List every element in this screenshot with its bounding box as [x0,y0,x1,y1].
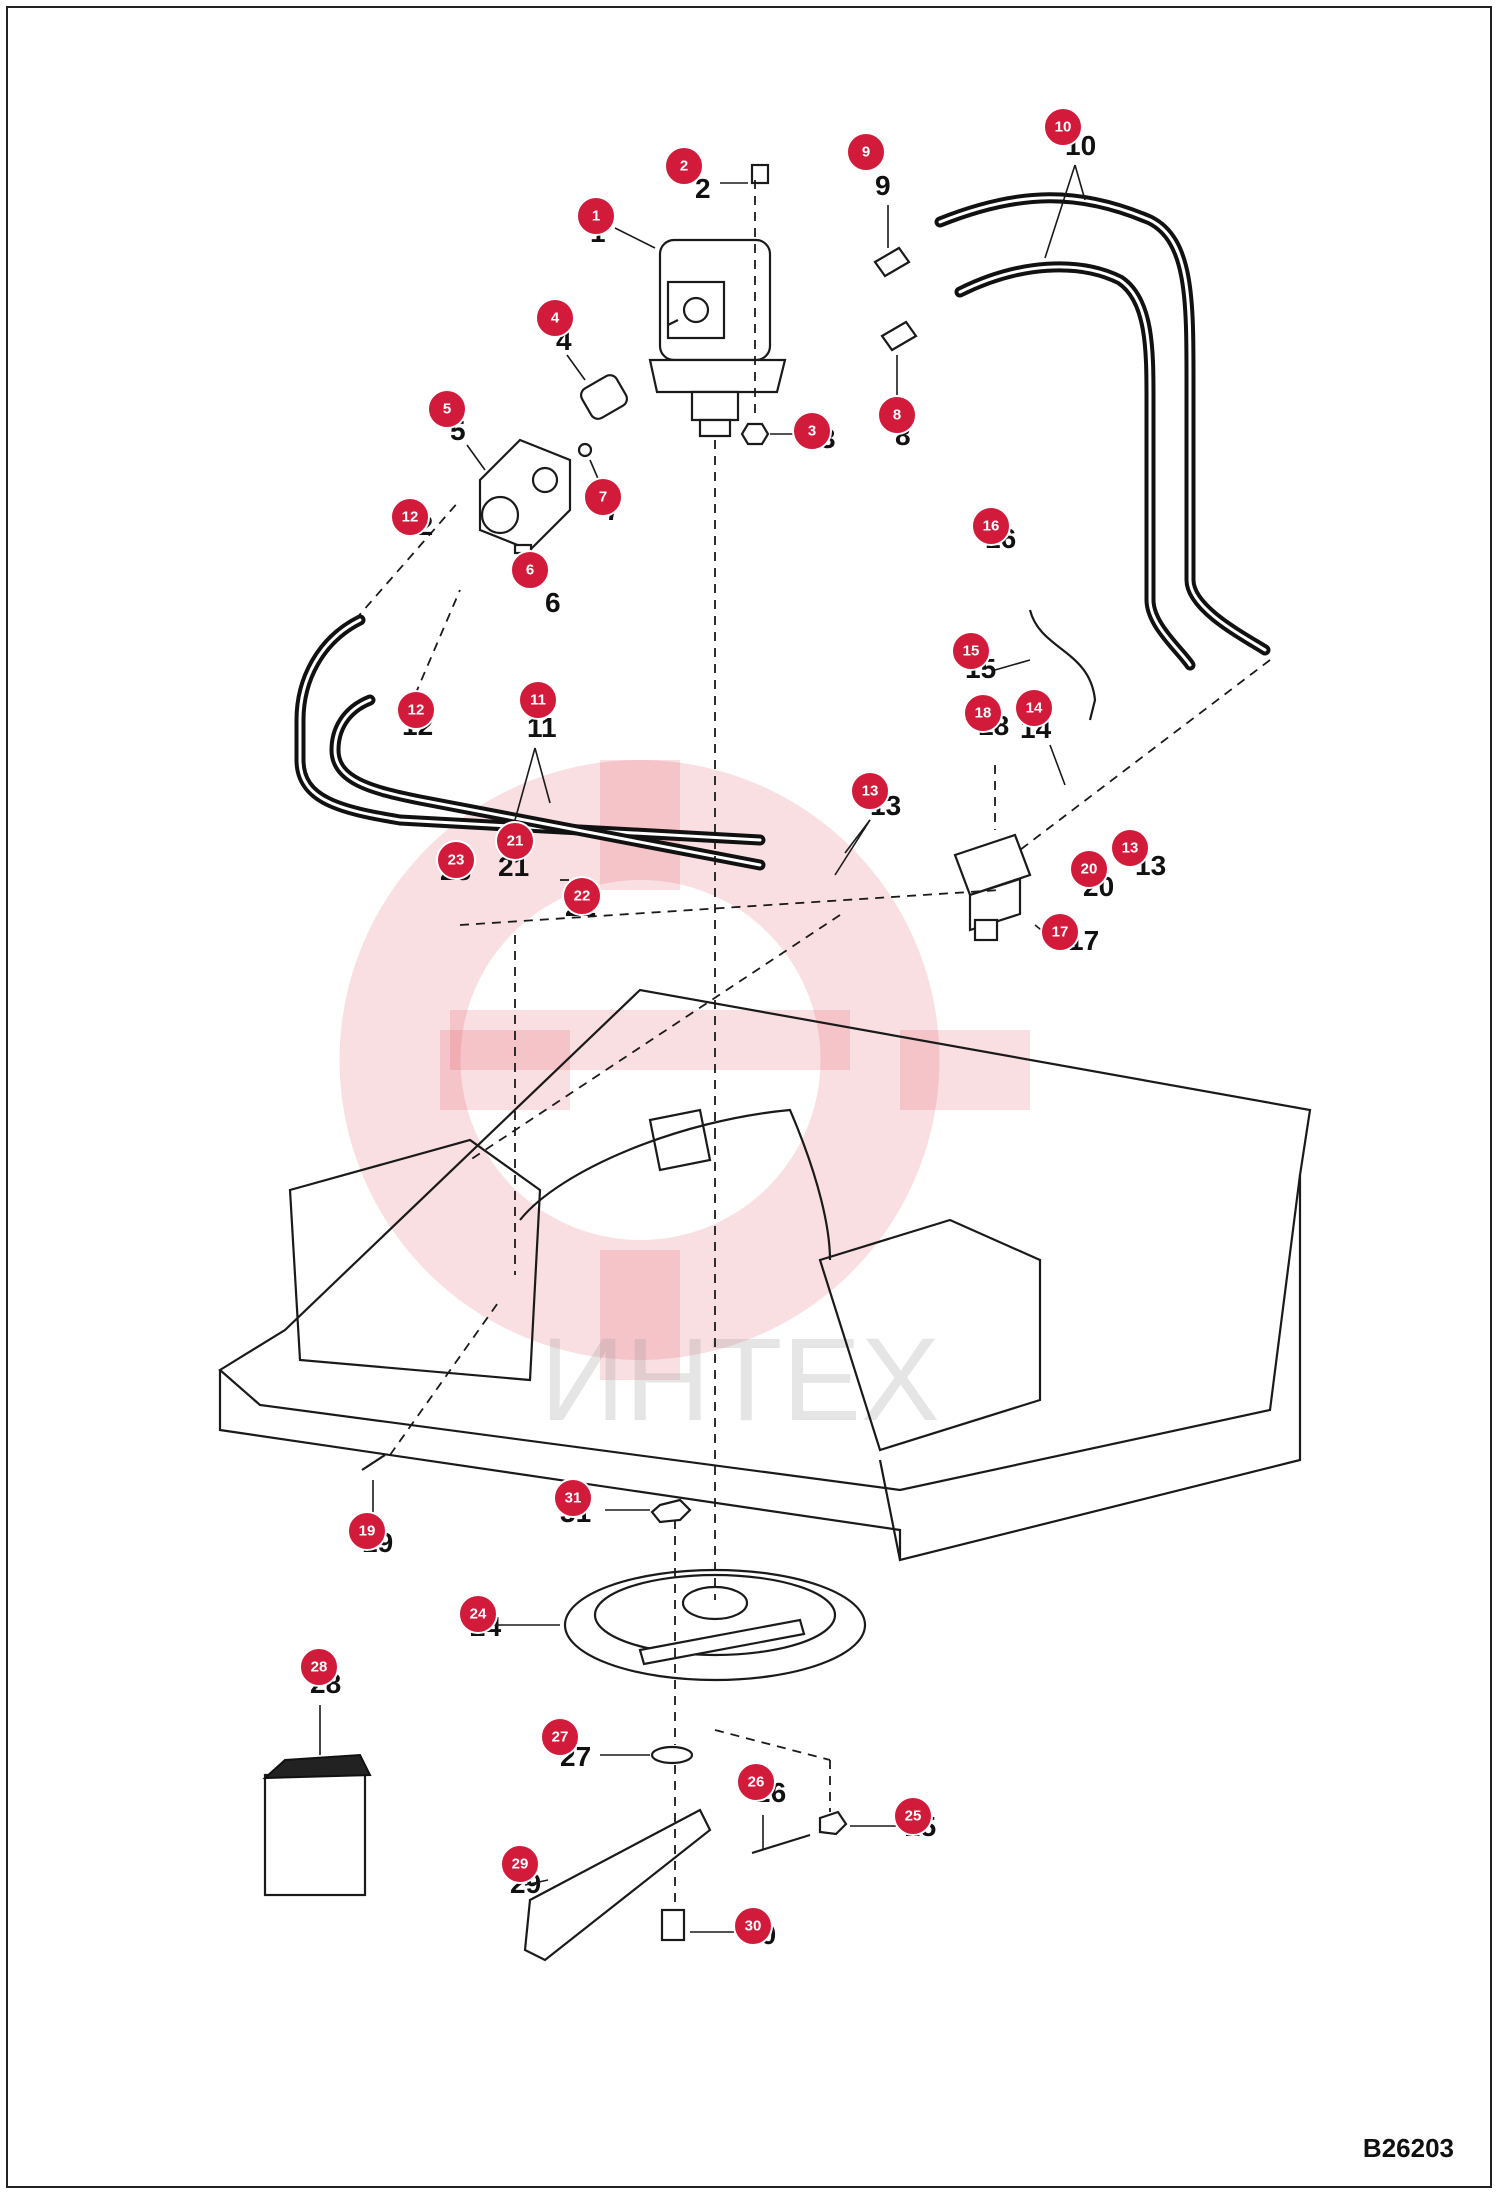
callout-badge-26: 26 [736,1762,776,1802]
callout-badge-text: 31 [565,1490,582,1507]
callout-badge-text: 1 [592,208,600,225]
callout-badge-text: 24 [470,1606,487,1623]
assembly-lines [354,180,1271,1910]
callout-badge-9: 9 [846,132,886,172]
callout-badge-text: 17 [1052,924,1069,941]
callout-badge-20: 20 [1069,849,1109,889]
watermark-text: ИНТЕХ [540,1314,940,1446]
callout-badge-15: 15 [951,631,991,671]
hose-15 [1028,609,1097,721]
callout-badge-text: 4 [551,310,560,327]
hoses-10 [934,192,1271,671]
callout-badge-13: 13 [1110,828,1150,868]
callout-badge-text: 15 [963,643,980,660]
callout-badge-text: 14 [1026,700,1043,717]
callout-badge-text: 25 [905,1808,922,1825]
fitting-9 [873,246,911,278]
hoses-11 [294,614,766,871]
callout-badge-14: 14 [1014,688,1054,728]
gearbox [648,238,787,438]
callout-badge-8: 8 [877,395,917,435]
callout-badge-27: 27 [540,1717,580,1757]
watermark-logo [339,760,1030,1380]
callout-badge-7: 7 [583,477,623,517]
callout-badge-22: 22 [562,876,602,916]
callout-badge-text: 10 [1055,119,1072,136]
callout-badge-text: 6 [526,562,534,579]
callout-badge-text: 7 [599,489,607,506]
callout-badge-text: 26 [748,1774,765,1791]
blade-carrier-24 [563,1568,867,1682]
callout-badge-text: 11 [530,692,546,709]
callout-badge-23: 23 [436,840,476,880]
nut-25 [818,1810,848,1836]
callout-badge-text: 20 [1081,861,1098,878]
nut-3 [740,422,770,446]
callout-badge-text: 22 [574,888,591,905]
callout-badge-25: 25 [893,1796,933,1836]
callout-badge-text: 27 [552,1729,569,1746]
callout-badge-12: 12 [396,690,436,730]
callout-badge-3: 3 [792,411,832,451]
callout-badge-31: 31 [553,1478,593,1518]
callout-badge-2: 2 [664,146,704,186]
callout-badge-13: 13 [850,771,890,811]
callout-badge-5: 5 [427,389,467,429]
callout-badge-16: 16 [971,506,1011,546]
callout-badge-24: 24 [458,1594,498,1634]
callout-badge-12: 12 [390,497,430,537]
callout-badge-text: 2 [680,158,688,175]
callout-badge-text: 12 [408,702,425,719]
callout-badge-21: 21 [495,821,535,861]
blade-29 [523,1808,712,1962]
diagram-frame [6,6,1492,2188]
callout-badge-text: 18 [975,705,992,722]
label-9: 9 [875,170,891,201]
callout-badge-4: 4 [535,298,575,338]
nut-31 [650,1498,692,1524]
manual-28 [262,1753,372,1897]
callout-badge-18: 18 [963,693,1003,733]
bolt-26 [751,1833,811,1855]
callout-badge-text: 12 [402,509,419,526]
hydraulic-motor [478,438,572,552]
callout-badge-text: 23 [448,852,465,869]
bolt-2 [750,163,770,185]
callout-badge-text: 8 [893,407,901,424]
label-6: 6 [545,587,561,618]
callout-badge-text: 9 [862,144,870,161]
coupler-4 [580,374,628,420]
callout-badge-28: 28 [299,1647,339,1687]
callout-badge-10: 10 [1043,107,1083,147]
label-2: 2 [695,173,711,204]
callout-badge-17: 17 [1040,912,1080,952]
callout-badges: 1234567891011121213131415161718192021222… [299,107,1150,1946]
fitting-8 [880,320,918,352]
callout-badge-text: 19 [359,1523,376,1540]
callout-badge-11: 11 [518,680,558,720]
callout-badge-19: 19 [347,1511,387,1551]
callout-badge-text: 13 [862,783,879,800]
washer-27 [650,1745,694,1765]
callout-badge-text: 3 [808,423,816,440]
callout-badge-1: 1 [576,196,616,236]
callout-badge-text: 21 [507,833,524,850]
drawing-code: B26203 [1362,2133,1454,2163]
callout-badge-text: 16 [983,518,1000,535]
callout-badge-text: 5 [443,401,451,418]
valve-17 [953,833,1032,942]
callout-badge-text: 13 [1122,840,1139,857]
callout-badge-text: 30 [745,1918,762,1935]
callout-badge-30: 30 [733,1906,773,1946]
callout-badge-text: 28 [311,1659,328,1676]
mower-deck [218,988,1312,1562]
callout-badge-text: 29 [512,1856,529,1873]
bolt-30 [660,1908,686,1942]
callout-badge-29: 29 [500,1844,540,1884]
bolt-19 [361,1454,386,1471]
washer-7 [577,442,593,458]
callout-badge-6: 6 [510,550,550,590]
